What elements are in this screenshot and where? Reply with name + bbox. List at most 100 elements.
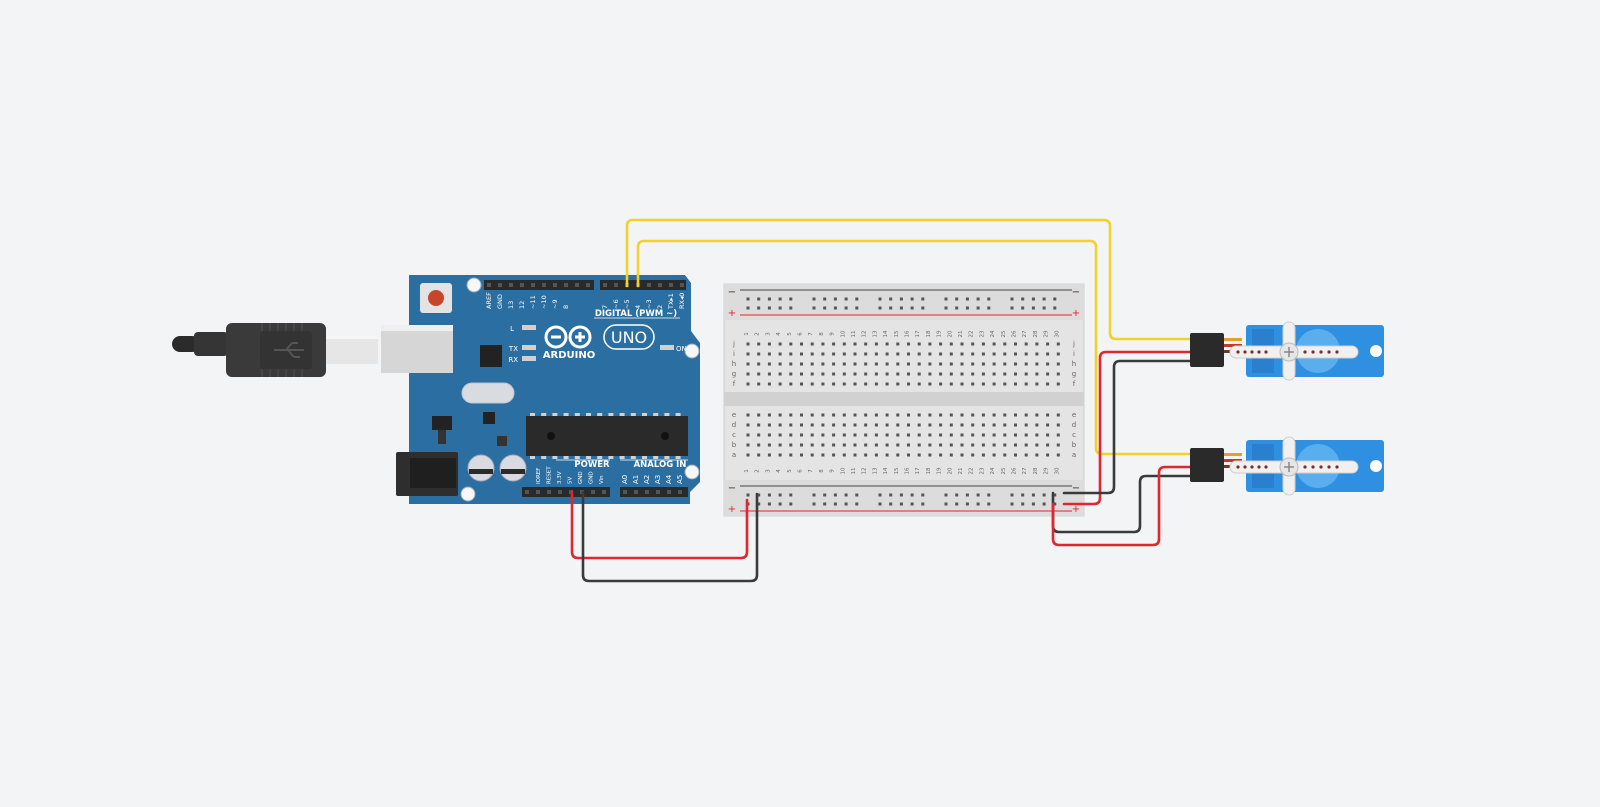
signal-wire-pin4[interactable] [636,239,1196,456]
breadboard-hole[interactable] [910,502,914,506]
breadboard-hole[interactable] [896,453,900,457]
breadboard-hole[interactable] [767,413,771,417]
breadboard-hole[interactable] [1056,433,1060,437]
header-pin[interactable] [553,283,557,287]
breadboard-hole[interactable] [1003,443,1007,447]
breadboard-hole[interactable] [1056,413,1060,417]
breadboard-hole[interactable] [939,453,943,457]
breadboard-hole[interactable] [896,372,900,376]
breadboard-hole[interactable] [789,493,793,497]
header-pin[interactable] [558,490,562,494]
breadboard-hole[interactable] [910,493,914,497]
breadboard-hole[interactable] [1003,453,1007,457]
breadboard-hole[interactable] [789,297,793,301]
breadboard-hole[interactable] [1042,306,1046,310]
signal-wire-pin5[interactable] [625,218,1196,341]
breadboard-hole[interactable] [874,443,878,447]
breadboard-hole[interactable] [821,453,825,457]
breadboard-hole[interactable] [767,433,771,437]
breadboard-hole[interactable] [842,413,846,417]
breadboard-hole[interactable] [757,372,761,376]
breadboard-hole[interactable] [1003,413,1007,417]
breadboard-hole[interactable] [885,372,889,376]
breadboard-hole[interactable] [1024,443,1028,447]
breadboard-hole[interactable] [939,342,943,346]
breadboard-hole[interactable] [1035,342,1039,346]
breadboard-hole[interactable] [746,306,750,310]
breadboard-hole[interactable] [899,297,903,301]
breadboard-hole[interactable] [971,413,975,417]
breadboard-hole[interactable] [746,413,750,417]
breadboard-hole[interactable] [800,423,803,427]
breadboard-hole[interactable] [907,352,910,356]
breadboard-hole[interactable] [778,362,782,366]
breadboard-hole[interactable] [939,443,943,447]
breadboard-hole[interactable] [992,423,996,427]
breadboard-hole[interactable] [917,443,921,447]
breadboard-hole[interactable] [746,433,750,437]
breadboard-hole[interactable] [789,382,793,386]
header-pin[interactable] [647,283,651,287]
breadboard-hole[interactable] [864,352,868,356]
breadboard-hole[interactable] [992,443,996,447]
breadboard-hole[interactable] [1014,453,1017,457]
breadboard-hole[interactable] [907,453,910,457]
breadboard-hole[interactable] [812,493,816,497]
breadboard-hole[interactable] [907,423,910,427]
breadboard-hole[interactable] [1031,306,1035,310]
breadboard-hole[interactable] [1014,342,1017,346]
breadboard-hole[interactable] [910,306,914,310]
breadboard-hole[interactable] [1046,342,1050,346]
breadboard-hole[interactable] [833,493,837,497]
breadboard-hole[interactable] [949,443,953,447]
breadboard-hole[interactable] [1014,372,1017,376]
breadboard-hole[interactable] [939,352,943,356]
breadboard-hole[interactable] [1003,423,1007,427]
breadboard-hole[interactable] [778,372,782,376]
breadboard-hole[interactable] [757,352,761,356]
breadboard-hole[interactable] [885,423,889,427]
breadboard-hole[interactable] [907,443,910,447]
breadboard-hole[interactable] [842,423,846,427]
breadboard-hole[interactable] [992,342,996,346]
breadboard-hole[interactable] [842,372,846,376]
header-pin[interactable] [645,490,649,494]
breadboard-hole[interactable] [746,453,750,457]
breadboard-hole[interactable] [810,453,814,457]
breadboard-hole[interactable] [821,352,825,356]
breadboard-hole[interactable] [1046,453,1050,457]
breadboard-hole[interactable] [1014,433,1017,437]
header-pin[interactable] [678,490,682,494]
breadboard-hole[interactable] [1035,423,1039,427]
breadboard-hole[interactable] [992,413,996,417]
breadboard-hole[interactable] [928,352,932,356]
header-pin[interactable] [586,283,590,287]
breadboard-hole[interactable] [1053,306,1057,310]
breadboard-hole[interactable] [955,297,959,301]
breadboard-hole[interactable] [1024,382,1028,386]
breadboard-hole[interactable] [778,382,782,386]
breadboard-hole[interactable] [917,342,921,346]
breadboard-hole[interactable] [949,382,953,386]
breadboard-hole[interactable] [1035,433,1039,437]
breadboard-hole[interactable] [928,382,932,386]
breadboard-hole[interactable] [778,352,782,356]
breadboard-hole[interactable] [928,413,932,417]
breadboard-hole[interactable] [987,306,991,310]
breadboard-hole[interactable] [823,297,827,301]
breadboard-hole[interactable] [971,352,975,356]
breadboard-hole[interactable] [944,297,948,301]
breadboard-hole[interactable] [1035,352,1039,356]
breadboard-hole[interactable] [992,433,996,437]
breadboard-hole[interactable] [853,342,857,346]
breadboard-hole[interactable] [1010,493,1014,497]
breadboard-hole[interactable] [944,502,948,506]
breadboard-hole[interactable] [1056,443,1060,447]
breadboard-hole[interactable] [907,382,910,386]
breadboard-hole[interactable] [844,306,848,310]
header-pin[interactable] [487,283,491,287]
header-pin[interactable] [634,490,638,494]
breadboard-hole[interactable] [757,443,761,447]
breadboard-hole[interactable] [778,413,782,417]
breadboard-hole[interactable] [864,443,868,447]
